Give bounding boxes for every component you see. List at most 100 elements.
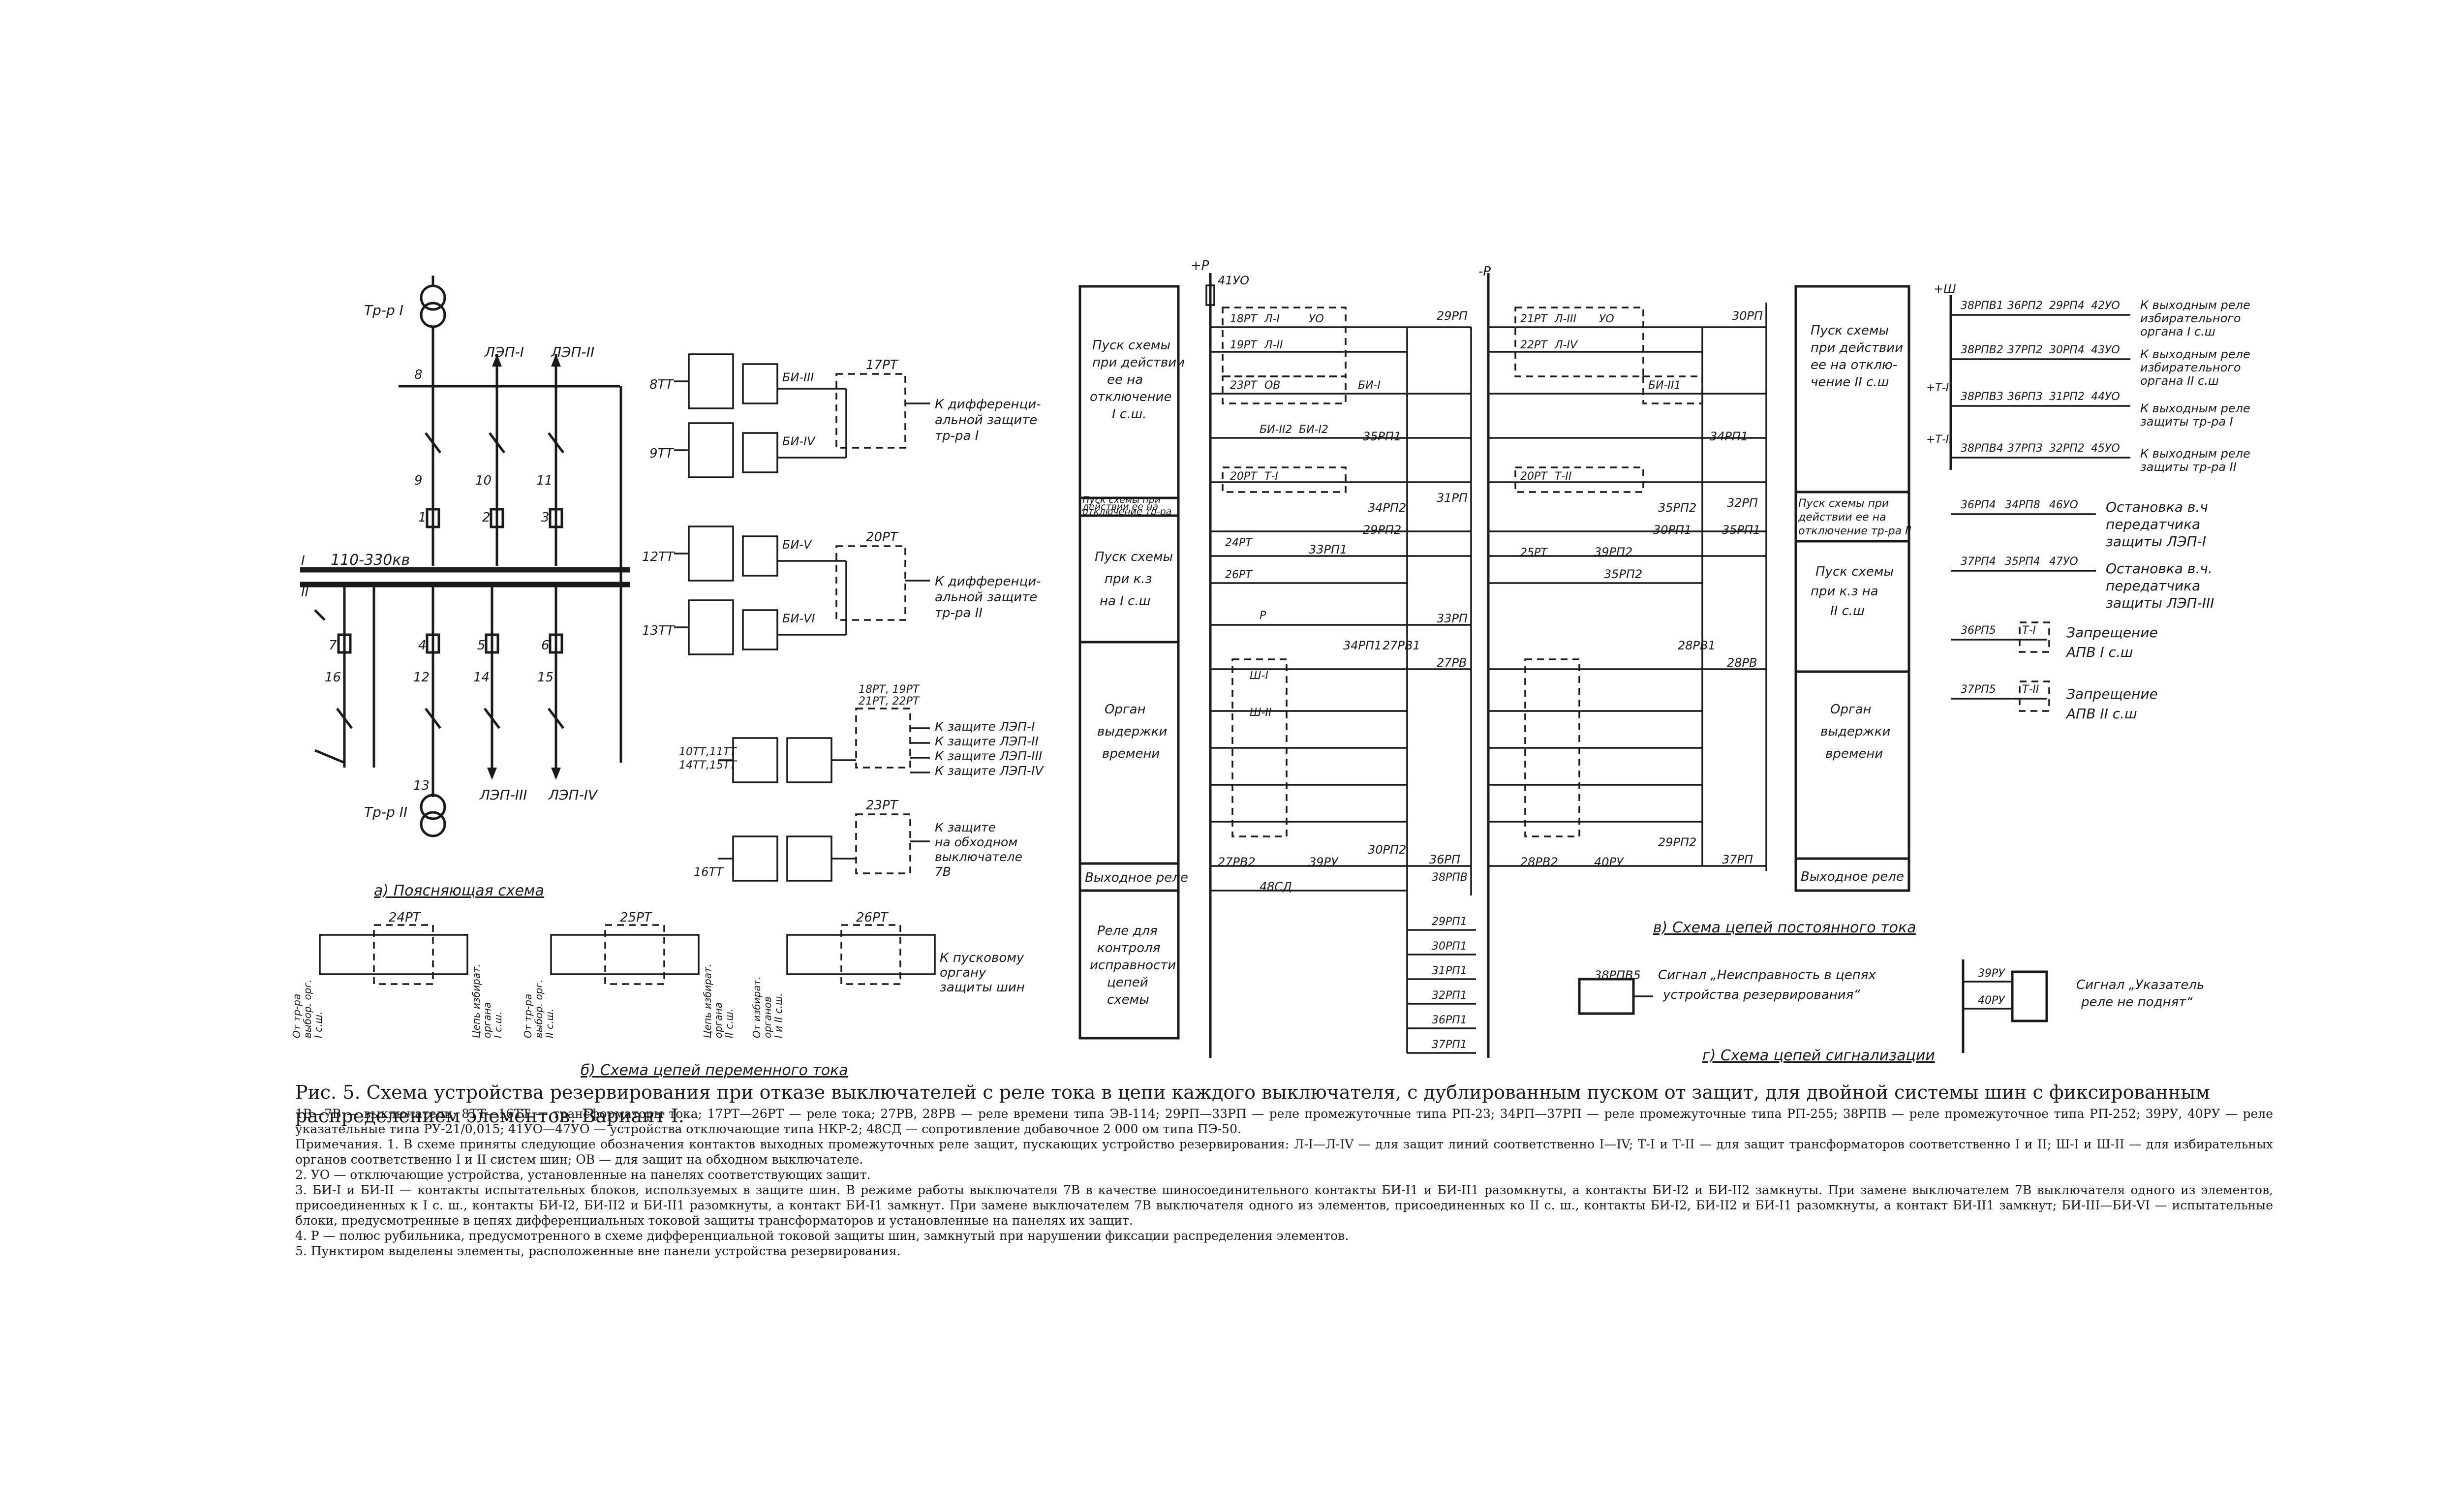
circ2-l1: Цепь избират. — [702, 964, 713, 1038]
num-13: 13 — [413, 778, 430, 793]
from-tr2-l2: выбор. орг. — [533, 980, 545, 1038]
o2-t0: К выходным реле — [2140, 401, 2250, 415]
rr-37rp: 37РП — [1722, 853, 1753, 866]
lc-uo1: УО — [1309, 313, 1324, 325]
num-12: 12 — [413, 670, 430, 685]
rc-uo: УО — [1599, 313, 1614, 325]
rb2-l3: II с.ш — [1830, 604, 1865, 618]
lr-29rp2: 29РП2 — [1363, 523, 1401, 537]
o5-t0: Остановка в.ч. — [2106, 560, 2213, 577]
rc-22rt: 22РТ — [1520, 339, 1548, 351]
lc-ov: ОВ — [1264, 379, 1280, 392]
rr-34rp1: 34РП1 — [1710, 430, 1748, 443]
to-lep1: К защите ЛЭП-I — [935, 719, 1035, 734]
bus1-label: I — [301, 554, 305, 568]
one-line-scheme: Тр-р I ЛЭП-I ЛЭП-II I II 110-330кв — [300, 276, 630, 899]
sig2-l1: Сигнал „Указатель — [2076, 978, 2204, 992]
lb0-l1: Пуск схемы — [1092, 338, 1170, 353]
to-start-l3: защиты шин — [940, 980, 1025, 995]
to-bypass-l4: 7В — [935, 864, 951, 879]
rr-39rp2: 39РП2 — [1594, 545, 1632, 559]
note-4: 4. Р — полюс рубильника, предусмотренног… — [295, 1229, 1349, 1243]
num-6: 6 — [541, 638, 550, 653]
minus-p-label: -Р — [1478, 264, 1491, 279]
lb1-l1: Пуск схемы при — [1082, 494, 1161, 505]
rc-25rt: 25РТ — [1520, 547, 1548, 559]
ct-group-l2: 14ТТ,15ТТ — [679, 759, 737, 771]
right-label-column — [1794, 285, 1910, 892]
o1-t1: избирательного — [2140, 361, 2241, 374]
bi4-label: БИ-IV — [782, 434, 816, 448]
o2-c0: 38РПВ3 — [1961, 391, 2003, 403]
o4-c2: 46УО — [2049, 499, 2078, 511]
voltage-label: 110-330кв — [331, 552, 410, 569]
note-1: Примечания. 1. В схеме приняты следующие… — [295, 1137, 2273, 1167]
lr-27rv2: 27РВ2 — [1218, 855, 1256, 869]
lc-20rt: 20РТ — [1230, 470, 1258, 483]
lr-31rp: 31РП — [1437, 491, 1468, 505]
rb1-l1: Пуск схемы при — [1798, 497, 1889, 510]
sig-relay3: 40РУ — [1978, 994, 2005, 1007]
lc-26rt: 26РТ — [1225, 569, 1253, 581]
rt23-label: 23РТ — [866, 798, 899, 813]
lr-34rp1: 34РП1 — [1343, 639, 1382, 652]
lr-35rp1: 35РП1 — [1363, 430, 1401, 443]
o0-c1: 36РП2 — [2007, 300, 2043, 312]
o4-t0: Остановка в.ч — [2106, 499, 2208, 515]
lr-30rp2: 30РП2 — [1368, 843, 1406, 857]
bi3-label: БИ-III — [782, 370, 814, 384]
o7-c1: Т-II — [2022, 683, 2039, 696]
num-3: 3 — [541, 510, 550, 525]
ct12-label: 12ТТ — [642, 550, 675, 564]
rr-28rv: 28РВ — [1727, 656, 1757, 670]
sig1-l2: устройства резервирования“ — [1662, 987, 1860, 1002]
o1-t2: органа II с.ш — [2140, 374, 2219, 388]
o5-t1: передатчика — [2106, 578, 2200, 594]
o3-c0: 38РПВ4 — [1961, 442, 2003, 455]
rb3-l1: Орган — [1830, 702, 1872, 717]
o5-c2: 47УО — [2049, 555, 2078, 568]
from-tr1-l3: I с.ш. — [312, 1012, 324, 1038]
signal-circuits: 38РПВ5 Сигнал „Неисправность в цепях уст… — [1578, 959, 2204, 1064]
rb3-l2: выдержки — [1820, 724, 1890, 739]
o4-c0: 36РП4 — [1961, 499, 1996, 511]
lc-24rt: 24РТ — [1225, 537, 1253, 549]
lr-39ru: 39РУ — [1309, 855, 1339, 869]
o2-c2: 31РП2 — [2049, 391, 2085, 403]
from-tr1-l1: От тр-ра — [291, 994, 303, 1038]
right-ladder — [1488, 303, 1767, 871]
num-1: 1 — [418, 510, 427, 525]
caption-v: в) Схема цепей постоянного тока — [1653, 919, 1916, 936]
o3-t1: защиты тр-ра II — [2140, 460, 2237, 474]
lr-27rv1: 27РВ1 — [1383, 639, 1420, 652]
o0-t1: избирательного — [2140, 311, 2241, 325]
rc-l4: Л-IV — [1554, 339, 1578, 351]
circ1-l1: Цепь избират. — [470, 964, 482, 1038]
o1-c1: 37РП2 — [2007, 344, 2043, 356]
lc-19rt: 19РТ — [1230, 339, 1258, 351]
plus-p-label: +Р — [1191, 258, 1209, 273]
lr-29rp: 29РП — [1437, 309, 1468, 323]
output-circuits: +Ш +Т-I +Т-II 38РПВ1 36РП2 29РП4 42УО 38… — [1926, 282, 2250, 722]
from-sel-l3: I и II с.ш. — [772, 993, 784, 1038]
rb3-l3: времени — [1825, 746, 1883, 761]
sig-relay2: 39РУ — [1978, 967, 2005, 980]
note-3: 3. БИ-I и БИ-II — контакты испытательных… — [295, 1183, 2273, 1228]
bus2-label: II — [301, 585, 308, 600]
rc-t2: Т-II — [1555, 470, 1571, 483]
tr1-label: Тр-р I — [364, 302, 403, 318]
to-lep3: К защите ЛЭП-III — [935, 749, 1042, 763]
rr-28rv2: 28РВ2 — [1520, 855, 1558, 869]
lep3-label: ЛЭП-III — [479, 787, 527, 803]
o4-t1: передатчика — [2106, 516, 2200, 532]
to-diff1-l3: тр-ра I — [935, 429, 979, 443]
to-bypass-l3: выключателе — [935, 850, 1022, 864]
rb0-l2: при действии — [1811, 340, 1903, 355]
rb0-l3: ее на отклю- — [1811, 358, 1897, 372]
o6-c0: 36РП5 — [1961, 624, 1996, 637]
rb2-l2: при к.з на — [1811, 584, 1878, 599]
o5-c0: 37РП4 — [1961, 555, 1996, 568]
rb0-l4: чение II с.ш — [1811, 375, 1889, 390]
ct9-label: 9ТТ — [649, 446, 674, 461]
o4-c1: 34РП8 — [2005, 499, 2040, 511]
